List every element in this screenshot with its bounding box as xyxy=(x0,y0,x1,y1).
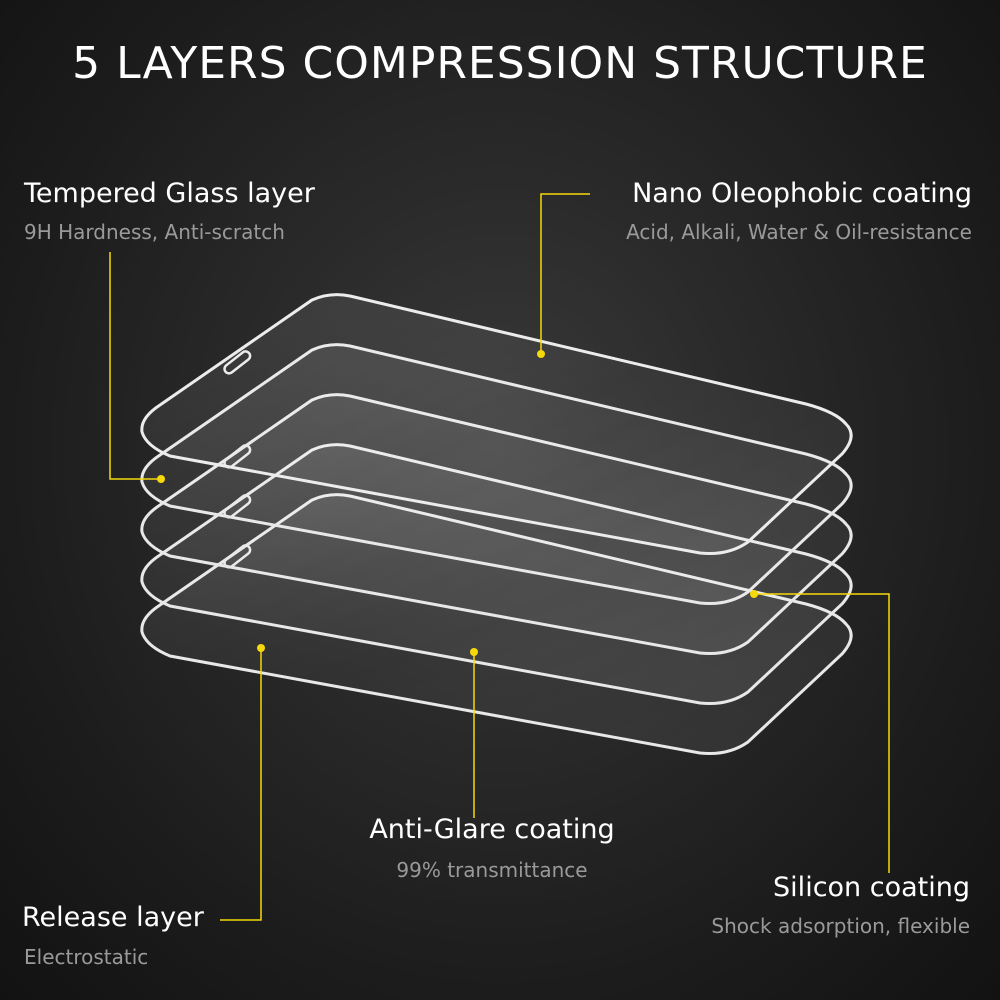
page-title: 5 LAYERS COMPRESSION STRUCTURE xyxy=(72,38,928,89)
anti-glare-desc: 99% transmittance xyxy=(396,858,588,882)
release-title: Release layer xyxy=(22,902,204,933)
callout-tempered-glass xyxy=(109,252,165,483)
callout-silicon xyxy=(750,590,890,873)
anti-glare-title: Anti-Glare coating xyxy=(369,814,615,845)
silicon-desc: Shock adsorption, flexible xyxy=(711,914,970,938)
silicon-title: Silicon coating xyxy=(773,872,970,903)
callout-nano-oleophobic xyxy=(537,193,590,358)
nano-oleophobic-title: Nano Oleophobic coating xyxy=(632,178,972,209)
release-desc: Electrostatic xyxy=(24,945,149,969)
nano-oleophobic-desc: Acid, Alkali, Water & Oil-resistance xyxy=(626,220,972,244)
tempered-glass-title: Tempered Glass layer xyxy=(24,178,315,209)
callout-anti-glare xyxy=(470,648,478,818)
callout-release xyxy=(220,644,265,921)
tempered-glass-desc: 9H Hardness, Anti-scratch xyxy=(24,220,285,244)
layer-1-outline xyxy=(140,293,853,555)
